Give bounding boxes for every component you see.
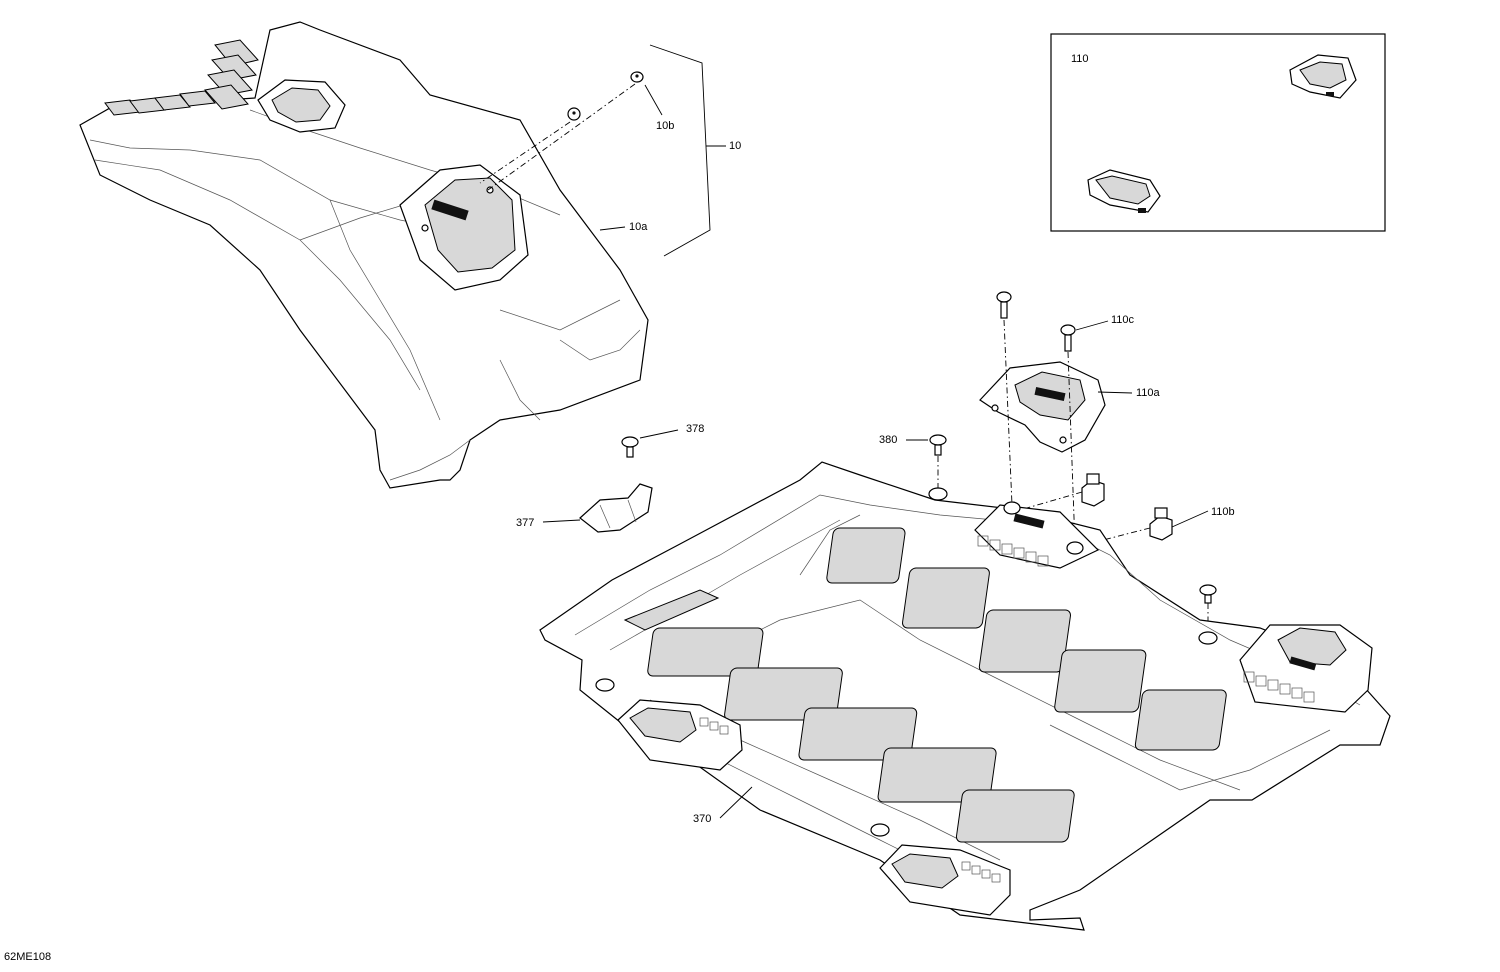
clip-380-icon xyxy=(929,434,947,456)
skid-handle-right-part xyxy=(1239,624,1373,713)
skid-handle-bottom-part xyxy=(879,844,1011,916)
callout-110b: 110b xyxy=(1211,506,1235,518)
callout-378: 378 xyxy=(686,423,705,435)
clip-378-icon xyxy=(621,436,639,458)
callout-110c: 110c xyxy=(1111,314,1135,326)
callout-10a: 10a xyxy=(629,221,648,233)
inset-frame xyxy=(1050,33,1386,232)
bracket-377-part xyxy=(579,483,653,533)
callout-10b: 10b xyxy=(656,120,675,132)
callout-377: 377 xyxy=(516,517,535,529)
callout-110: 110 xyxy=(1071,53,1089,65)
drawing-id: 62ME108 xyxy=(4,951,52,963)
screw-110c-icon xyxy=(996,291,1076,352)
clip-extra-icon xyxy=(1199,584,1217,604)
callout-110a: 110a xyxy=(1136,387,1160,399)
seat-cover-part xyxy=(79,21,649,489)
callout-370: 370 xyxy=(693,813,712,825)
nut-110b-icon xyxy=(1081,473,1173,541)
skid-plate-part xyxy=(539,461,1391,931)
inset-part-upper-icon xyxy=(1289,54,1357,99)
inset-part-lower-icon xyxy=(1087,169,1161,213)
screw-10b-icon xyxy=(567,71,644,121)
callout-10: 10 xyxy=(729,140,742,152)
callout-380: 380 xyxy=(879,434,898,446)
handle-110a-part xyxy=(979,361,1106,453)
skid-handle-left-part xyxy=(617,699,743,771)
